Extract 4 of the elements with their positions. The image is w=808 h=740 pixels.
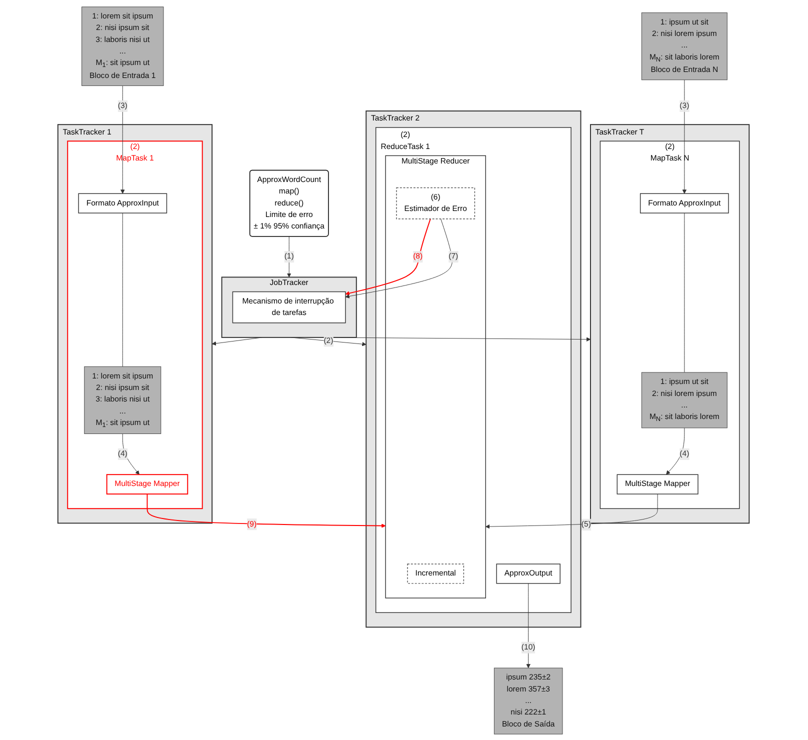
connector	[684, 212, 686, 372]
arrow	[147, 493, 386, 528]
connector	[122, 212, 124, 366]
arrow	[346, 218, 432, 295]
